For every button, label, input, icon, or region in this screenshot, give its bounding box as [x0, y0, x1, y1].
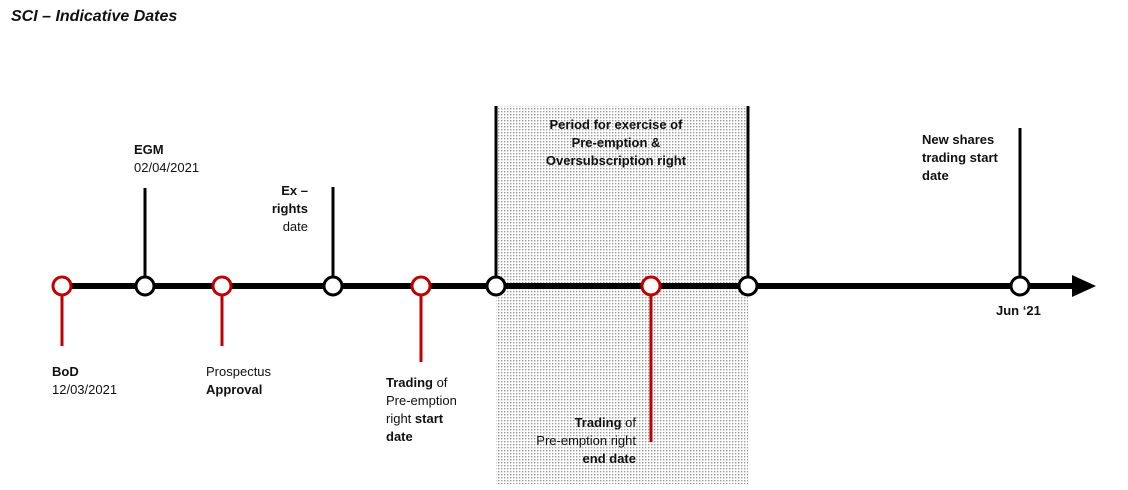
bod-marker — [51, 275, 73, 297]
egm-date: 02/04/2021 — [134, 160, 200, 175]
prospectus-line2: Approval — [206, 382, 263, 397]
bod-date: 12/03/2021 — [52, 382, 118, 397]
period-line1: Period for exercise of — [549, 117, 683, 132]
trading-start-line4: date — [386, 429, 413, 444]
period-label: Period for exercise of Pre-emption & Ove… — [506, 116, 726, 170]
egm-marker — [134, 275, 156, 297]
trading-end-line2: Pre-emption right — [536, 433, 636, 448]
bod-label: BoD 12/03/2021 — [52, 363, 117, 399]
trading-end-label: Trading of Pre-emption right end date — [500, 414, 636, 468]
ex-rights-line3: date — [282, 219, 308, 234]
trading-end-bold1: Trading — [574, 415, 622, 430]
trading-end-line3: end date — [582, 451, 636, 466]
new-shares-label: New shares trading start date — [922, 131, 998, 185]
prospectus-label: Prospectus Approval — [206, 363, 271, 399]
trading-start-bold1: Trading — [386, 375, 433, 390]
trading-start-text3: right — [386, 411, 415, 426]
new-shares-line3: date — [922, 168, 949, 183]
prospectus-marker — [211, 275, 233, 297]
ex-rights-line2: rights — [271, 201, 308, 216]
ex-rights-line1: Ex – — [281, 183, 308, 198]
jun-21-label: Jun ‘21 — [996, 303, 1041, 318]
new-shares-line2: trading start — [922, 150, 998, 165]
exercise-period-shading — [496, 106, 748, 484]
trading-start-bold3: start — [414, 411, 444, 426]
egm-name: EGM — [134, 142, 164, 157]
ex-rights-marker — [322, 275, 344, 297]
axis-arrow-head — [1072, 275, 1096, 297]
trading-start-line2: Pre-emption — [386, 393, 457, 408]
prospectus-line1: Prospectus — [206, 364, 272, 379]
page-title: SCI – Indicative Dates — [11, 8, 178, 25]
trading-start-text1: of — [432, 375, 448, 390]
period-start-marker — [485, 275, 507, 297]
new-shares-marker — [1009, 275, 1031, 297]
trading-start-label: Trading of Pre-emption right start date — [386, 374, 457, 446]
period-line3: Oversubscription right — [545, 153, 687, 168]
trading-start-marker — [410, 275, 432, 297]
ex-rights-label: Ex – rights date — [250, 182, 308, 236]
trading-end-text1: of — [621, 415, 636, 430]
period-end-marker — [737, 275, 759, 297]
bod-name: BoD — [52, 364, 79, 379]
period-line2: Pre-emption & — [571, 135, 661, 150]
egm-label: EGM 02/04/2021 — [134, 141, 199, 177]
trading-end-marker — [640, 275, 662, 297]
new-shares-line1: New shares — [922, 132, 995, 147]
